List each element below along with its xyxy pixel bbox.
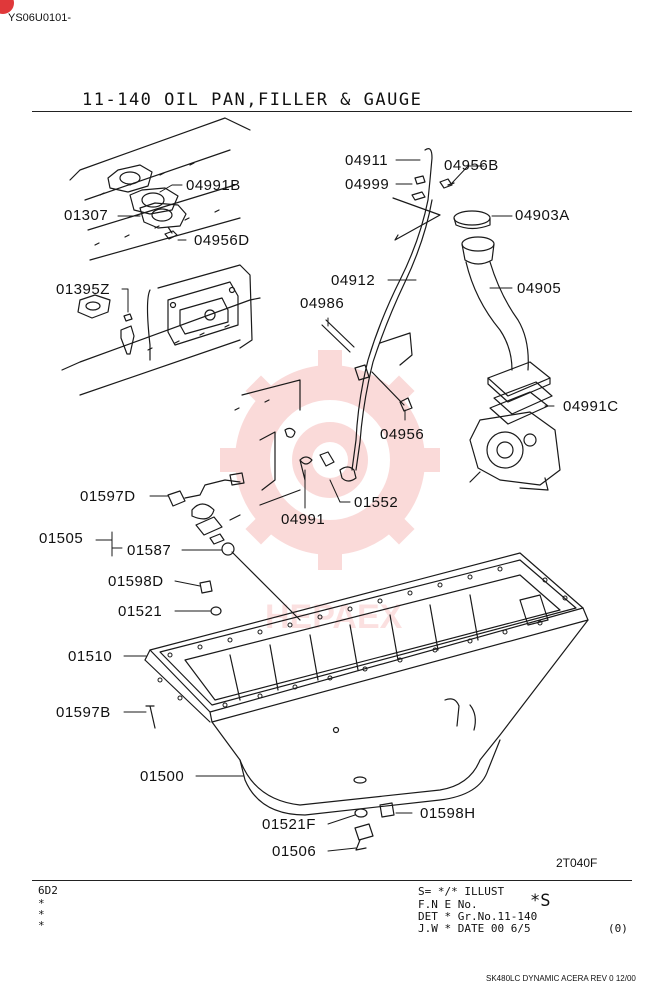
title-divider: [32, 111, 632, 112]
footer-illus-no: *S: [530, 891, 551, 911]
part-label-04903a: 04903A: [515, 207, 570, 224]
oil-pan: [144, 552, 589, 851]
part-label-01598h: 01598H: [420, 805, 476, 822]
part-label-04905: 04905: [517, 280, 562, 297]
front-case: [469, 411, 561, 491]
footer-fne-line: F.N E No.: [418, 898, 478, 911]
part-label-01500: 01500: [140, 768, 185, 785]
watermark-gear-logo: [220, 350, 440, 570]
part-label-04986: 04986: [300, 295, 345, 312]
oil-filler-tube: [453, 210, 553, 425]
watermark-text: HEPAEX: [265, 598, 403, 636]
footer-jw-line: J.W * DATE 00 6/5: [418, 922, 531, 935]
level-sensor-assembly: [167, 472, 301, 621]
engine-block-middle-left: [61, 264, 261, 396]
leader-lines: [95, 159, 555, 852]
illustration-code: 2T040F: [556, 856, 598, 870]
part-label-01521: 01521: [118, 603, 163, 620]
part-label-01552: 01552: [354, 494, 399, 511]
part-label-01307: 01307: [64, 207, 109, 224]
footer-det-line: DET * Gr.No.11-140: [418, 910, 538, 923]
part-label-01597d: 01597D: [80, 488, 136, 505]
part-label-04956d: 04956D: [194, 232, 250, 249]
part-label-01597b: 01597B: [56, 704, 111, 721]
engine-block-upper-left: [69, 117, 251, 261]
document-code: YS06U0101-: [8, 12, 71, 24]
part-label-04956b: 04956B: [444, 157, 499, 174]
part-label-04991b: 04991B: [186, 177, 241, 194]
page-title: 11-140 OIL PAN,FILLER & GAUGE: [82, 90, 423, 110]
part-label-01510: 01510: [68, 648, 113, 665]
pipe-and-bolt: [321, 319, 413, 412]
part-label-01395z: 01395Z: [56, 281, 110, 298]
bottom-note: SK480LC DYNAMIC ACERA REV 0 12/00: [486, 974, 636, 983]
part-label-01505: 01505: [39, 530, 84, 547]
part-label-04912: 04912: [331, 272, 376, 289]
gauge-guide-area: [229, 379, 313, 521]
part-label-01521f: 01521F: [262, 816, 316, 833]
part-label-01587: 01587: [127, 542, 172, 559]
part-label-04999: 04999: [345, 176, 390, 193]
footer-left-mark: *: [38, 908, 45, 921]
part-label-04956: 04956: [380, 426, 425, 443]
part-label-01506: 01506: [272, 843, 317, 860]
dipstick-assembly: [319, 148, 455, 482]
footer-left-mark: *: [38, 919, 45, 932]
part-label-04911: 04911: [345, 152, 389, 169]
footer-s-line: S= */* ILLUST: [418, 885, 505, 898]
footer-left-mark: *: [38, 897, 45, 910]
footer-rev-mark: (0): [608, 922, 628, 935]
part-label-01598d: 01598D: [108, 573, 164, 590]
corner-red-marker: [0, 0, 14, 14]
footer-left-code: 6D2: [38, 884, 58, 897]
part-label-04991: 04991: [281, 511, 326, 528]
part-label-04991c: 04991C: [563, 398, 619, 415]
footer-divider: [32, 880, 632, 881]
